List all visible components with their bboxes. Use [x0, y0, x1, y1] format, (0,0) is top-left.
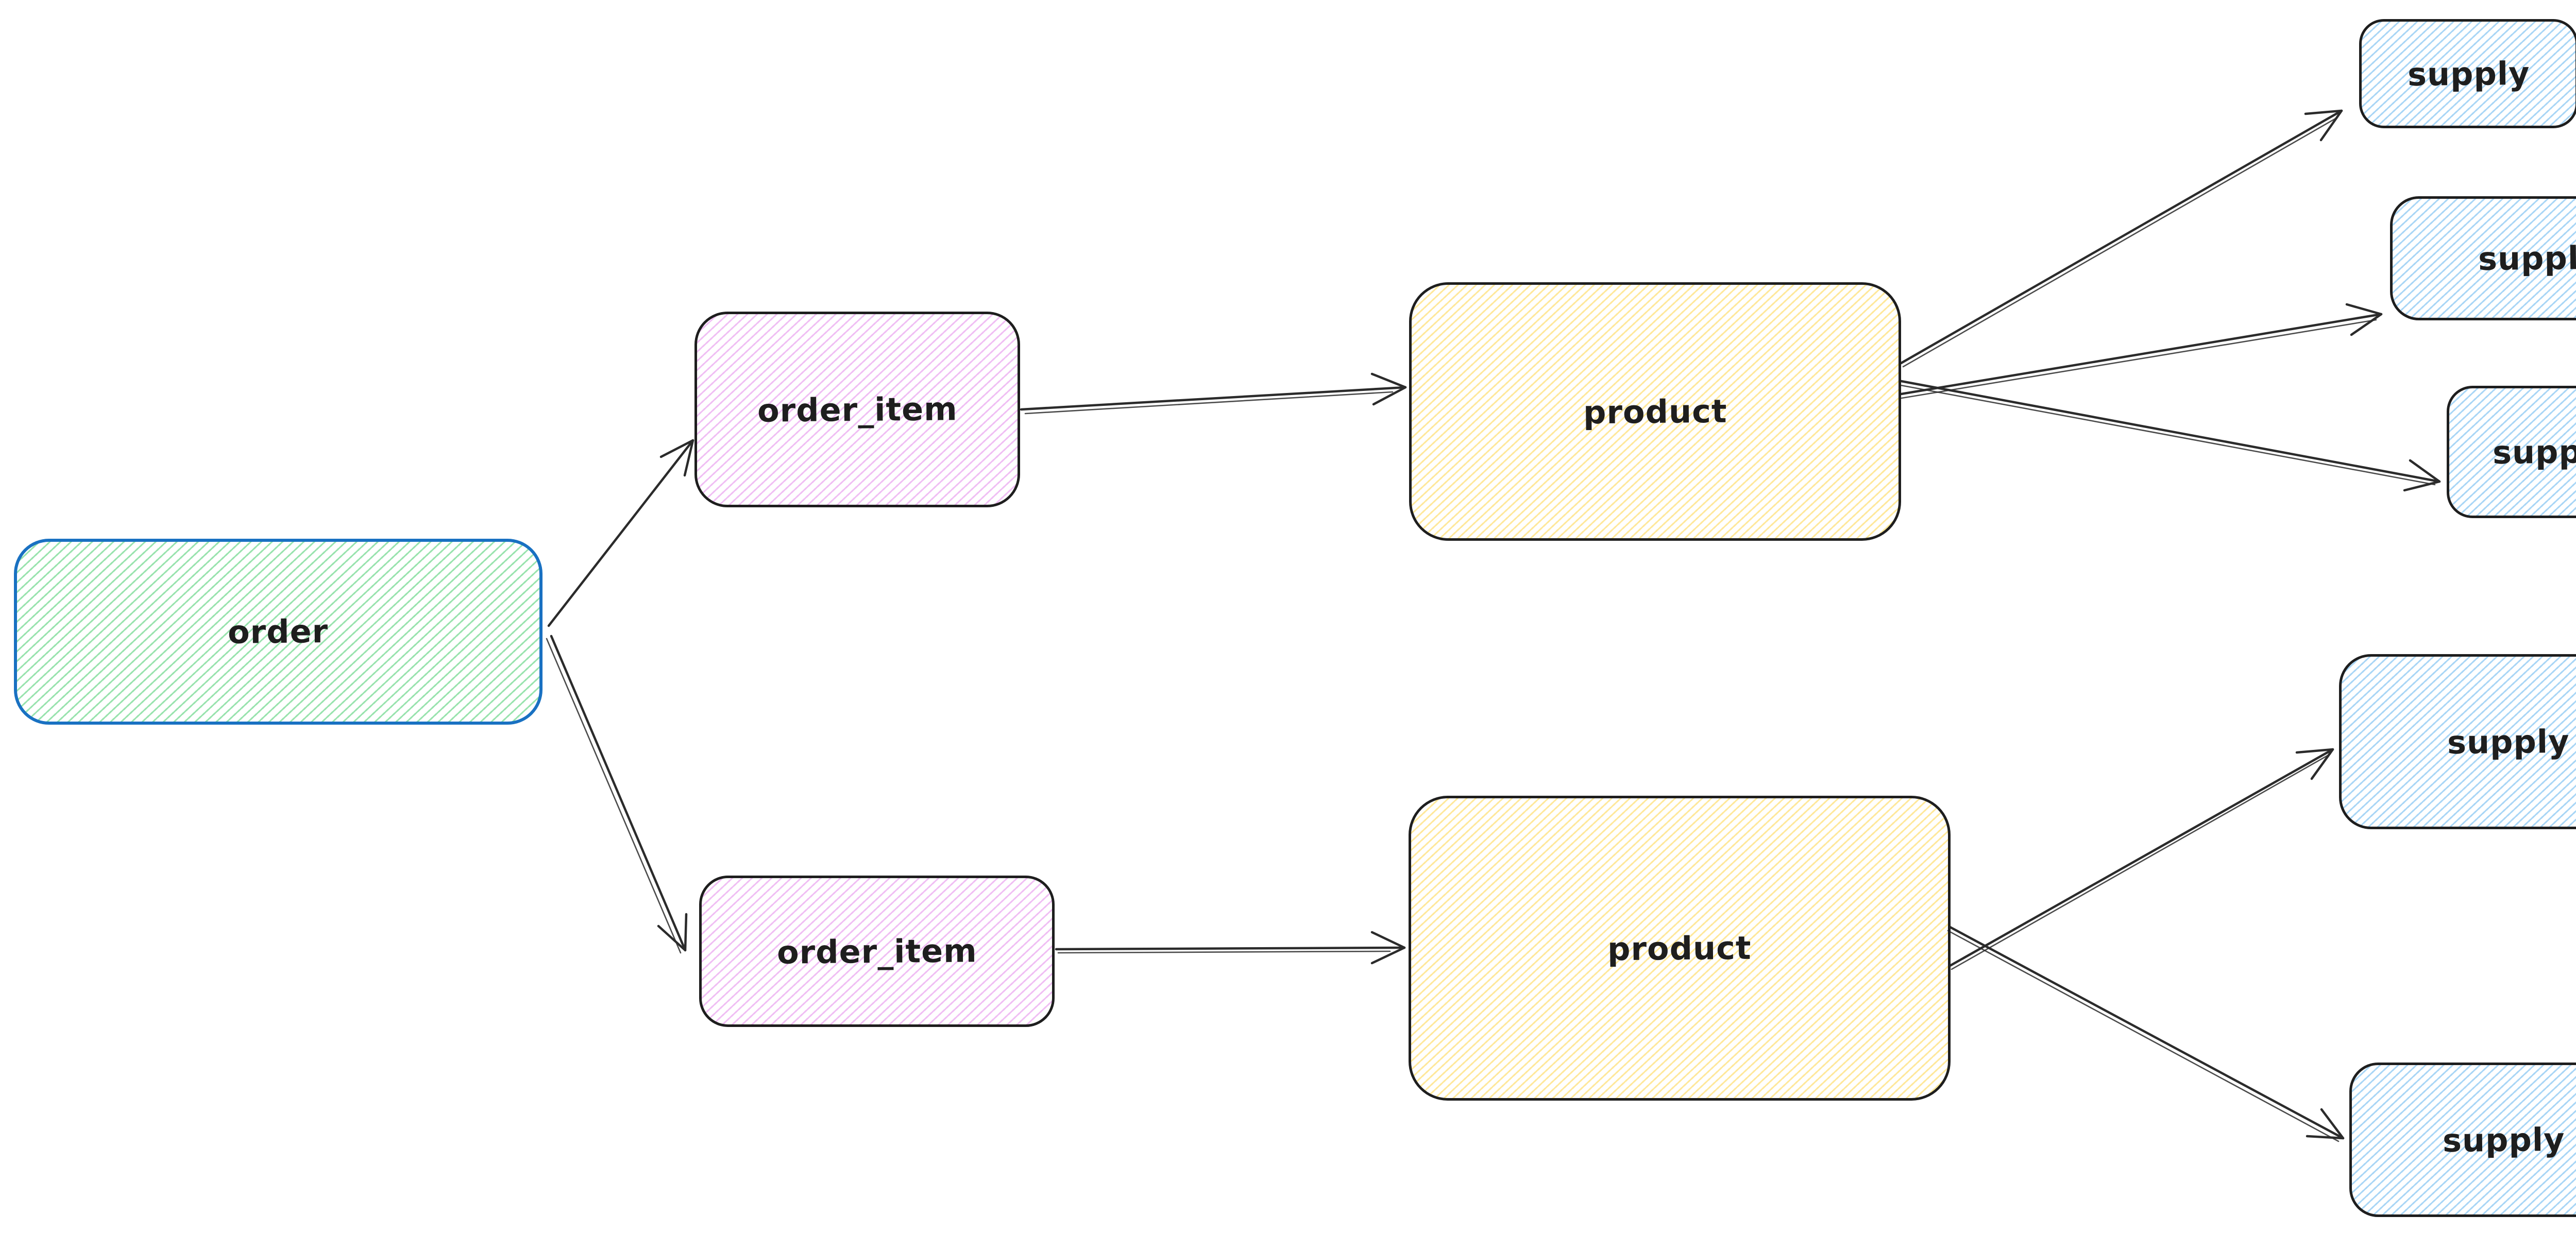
arrow-order-item-1-to-product-1[interactable] — [1020, 372, 1407, 415]
arrow-product-1-to-supply-2[interactable] — [1900, 303, 2383, 399]
arrow-product-2-to-supply-5[interactable] — [1947, 926, 2345, 1142]
arrow-product-1-to-supply-3[interactable] — [1900, 380, 2441, 492]
arrow-order-to-order-item-1[interactable] — [547, 439, 694, 627]
node-order-item-1-label: order_item — [757, 389, 958, 430]
node-supply-1-label: supply — [2407, 54, 2530, 93]
node-supply-4[interactable]: supply — [2339, 654, 2576, 829]
node-supply-3-label: supply — [2492, 432, 2576, 472]
node-order-label: order — [228, 612, 329, 651]
node-supply-4-label: supply — [2447, 722, 2570, 761]
node-supply-5-label: supply — [2442, 1120, 2566, 1159]
node-product-2[interactable]: product — [1409, 796, 1951, 1101]
arrow-order-to-order-item-2[interactable] — [546, 635, 688, 954]
node-supply-1[interactable]: supply — [2359, 19, 2576, 128]
node-supply-2-label: supply — [2478, 238, 2576, 278]
arrow-order-item-2-to-product-2[interactable] — [1055, 931, 1406, 965]
node-supply-3[interactable]: supply — [2447, 386, 2576, 518]
node-order-item-2-label: order_item — [776, 931, 977, 971]
node-product-1[interactable]: product — [1409, 282, 1901, 541]
node-product-2-label: product — [1607, 929, 1752, 968]
arrow-product-1-to-supply-1[interactable] — [1900, 109, 2343, 368]
node-order[interactable]: order — [14, 539, 543, 725]
node-order-item-1[interactable]: order_item — [694, 312, 1020, 507]
node-order-item-2[interactable]: order_item — [699, 876, 1055, 1027]
node-product-1-label: product — [1583, 392, 1727, 431]
node-supply-2[interactable]: supply — [2390, 196, 2576, 320]
arrow-product-2-to-supply-4[interactable] — [1948, 748, 2334, 970]
node-supply-5[interactable]: supply — [2349, 1063, 2576, 1217]
